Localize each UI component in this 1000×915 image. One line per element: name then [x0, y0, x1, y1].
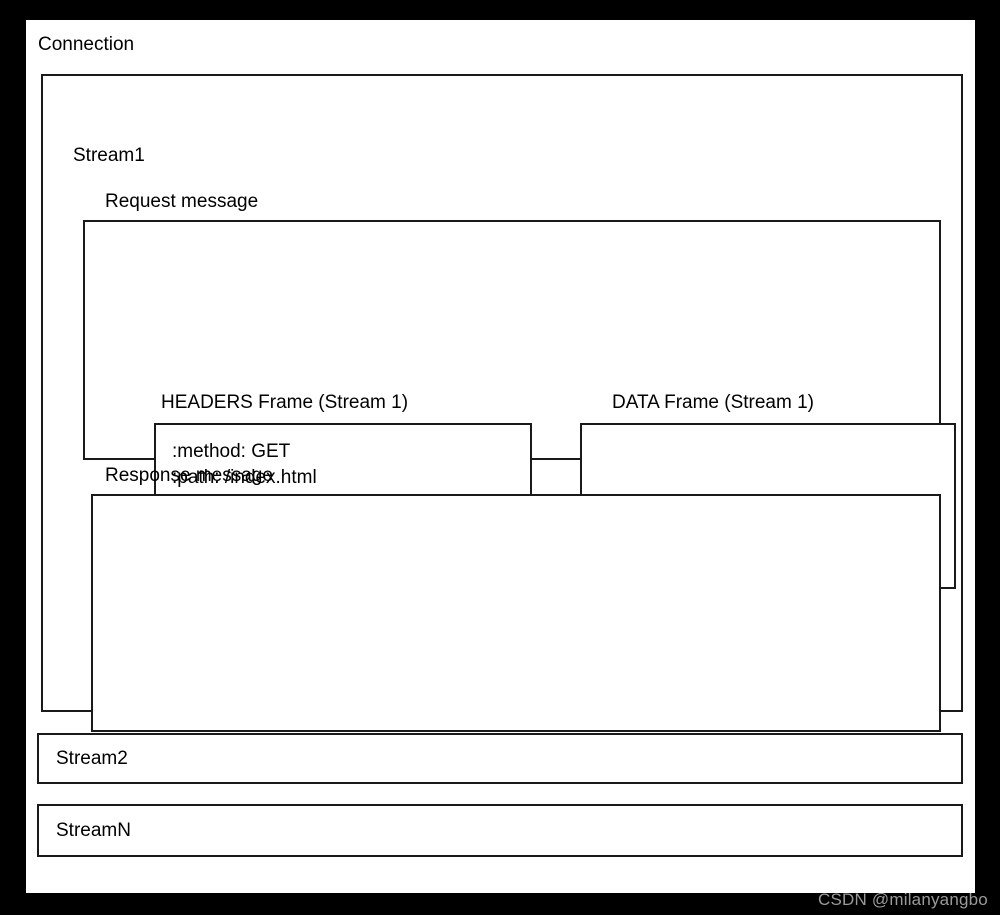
header-line: :method: GET [172, 441, 291, 462]
request-message-box: HEADERS Frame (Stream 1) DATA Frame (Str… [83, 220, 956, 589]
stream1-label: Stream1 [73, 145, 145, 166]
stream1-box: Stream1 Request message HEADERS Frame (S… [41, 74, 963, 732]
request-data-frame-caption: DATA Frame (Stream 1) [612, 392, 814, 413]
response-message-label: Response message [105, 465, 273, 486]
streamn-box [37, 804, 963, 857]
response-message-box: HEADERS Frame (Stream 1) DATA Frame (Str… [91, 494, 941, 732]
connection-label: Connection [38, 34, 135, 55]
stream2-box [37, 733, 963, 784]
header-line: :path: /index.html [172, 467, 317, 488]
request-headers-frame-caption: HEADERS Frame (Stream 1) [161, 392, 409, 413]
diagram-canvas: Connection Stream1 Request message HEADE… [26, 20, 975, 893]
streamn-label: StreamN [56, 820, 131, 841]
stream2-label: Stream2 [56, 748, 128, 769]
request-message-label: Request message [105, 191, 259, 212]
watermark-text: CSDN @milanyangbo [818, 890, 988, 909]
